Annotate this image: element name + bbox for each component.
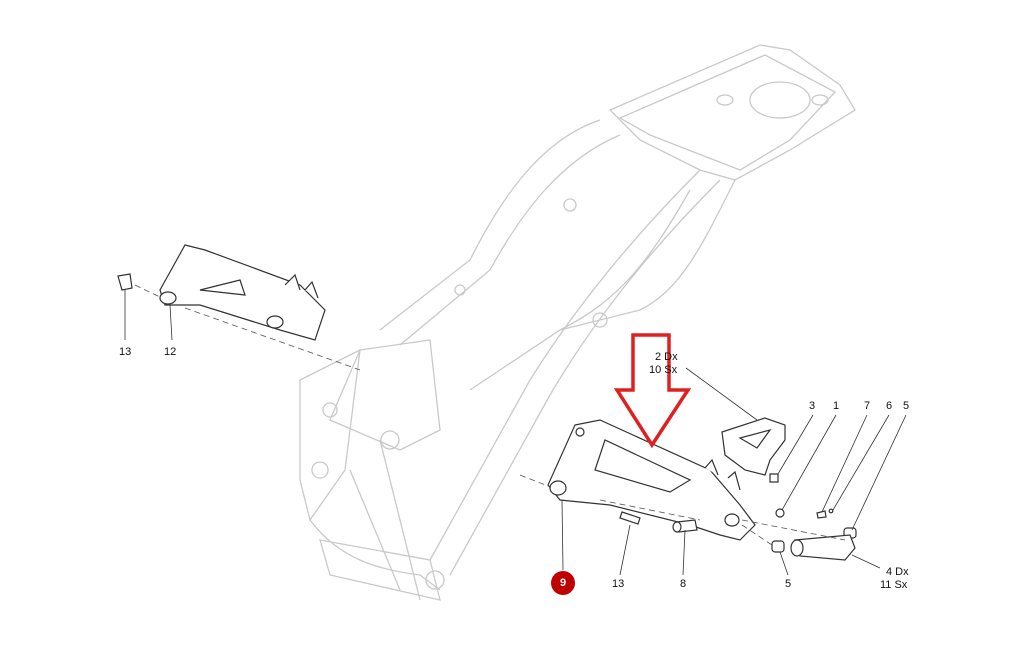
- callout-13-left: 13: [119, 346, 132, 358]
- callout-6: 6: [886, 400, 893, 412]
- callout-5-top: 5: [903, 400, 910, 412]
- callout-11-sx: 11 Sx: [880, 579, 908, 591]
- footpeg-bracket-12: [117, 244, 361, 371]
- red-arrow-indicator: [613, 333, 692, 449]
- small-parts: [619, 414, 907, 576]
- callout-13: 13: [612, 578, 625, 590]
- highlighted-part-badge-9[interactable]: 9: [551, 571, 575, 595]
- callout-4-dx: 4 Dx: [886, 566, 909, 578]
- callout-3: 3: [809, 400, 816, 412]
- callout-5-bottom: 5: [785, 578, 792, 590]
- callout-12: 12: [164, 346, 177, 358]
- motorcycle-frame: [299, 44, 856, 601]
- callout-2-dx: 2 Dx: [655, 351, 678, 363]
- callout-1: 1: [833, 400, 840, 412]
- callout-10-sx: 10 Sx: [649, 364, 678, 376]
- callout-8: 8: [680, 578, 687, 590]
- heel-guard: [685, 367, 786, 476]
- callout-7: 7: [864, 400, 871, 412]
- footpeg-bracket-9: [519, 419, 756, 571]
